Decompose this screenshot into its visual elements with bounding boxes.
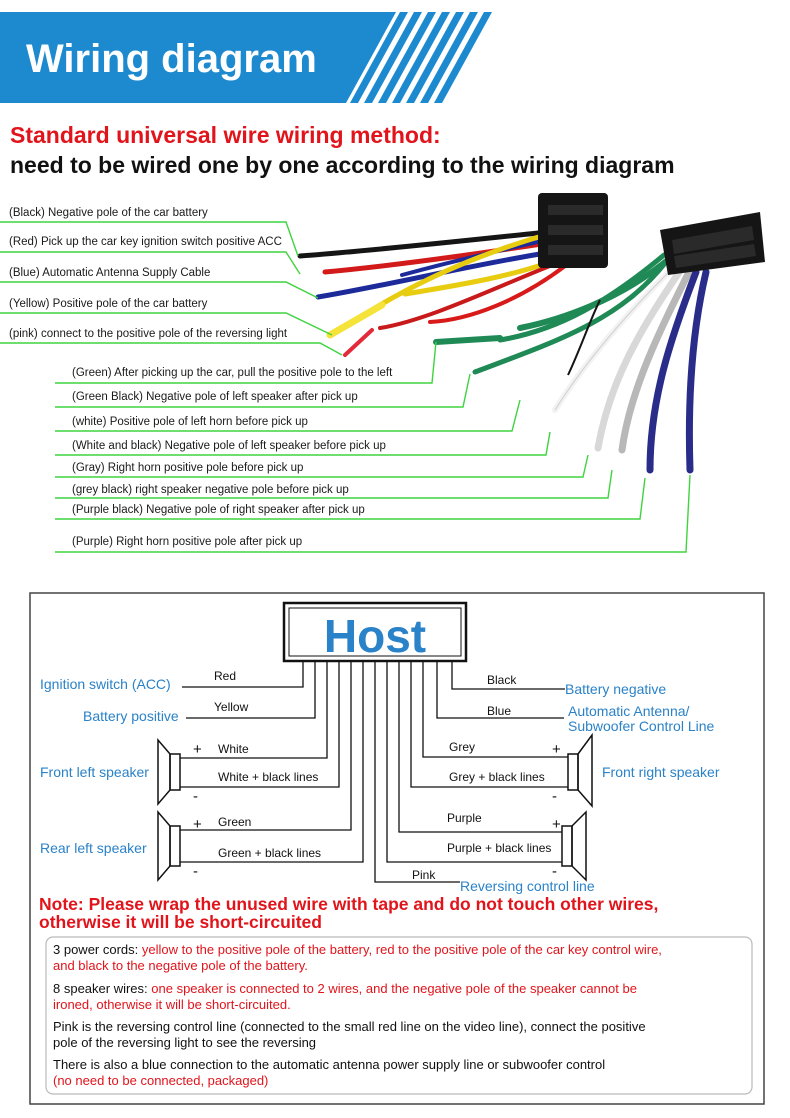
rear-left-minus: - — [193, 863, 198, 880]
rear-right-minus: - — [552, 863, 557, 880]
rear-right-speaker-icon — [561, 810, 587, 882]
front-right-minus: - — [552, 788, 557, 805]
label-reversing-control: Reversing control line — [460, 878, 595, 894]
harness-right-labels — [55, 341, 691, 553]
front-left-plus: + — [193, 741, 202, 758]
label-rear-left-speaker: Rear left speaker — [40, 840, 147, 856]
label-battery-negative: Battery negative — [565, 681, 666, 697]
wire-white-black: White + black lines — [218, 770, 318, 784]
banner-background — [0, 12, 396, 103]
wire-grey-black: Grey + black lines — [449, 770, 545, 784]
front-right-speaker-icon — [567, 732, 593, 808]
label-pink-wire: (pink) connect to the positive pole of t… — [9, 328, 288, 340]
label-red-wire: (Red) Pick up the car key ignition switc… — [9, 236, 282, 248]
label-front-right-speaker: Front right speaker — [602, 764, 720, 780]
harness-illustration — [297, 193, 765, 474]
info-box — [45, 936, 753, 1095]
wire-purple: Purple — [447, 811, 482, 825]
wire-purple-black: Purple + black lines — [447, 841, 551, 855]
subtitle-black: need to be wired one by one according to… — [10, 152, 675, 178]
header-banner: Wiring diagram — [0, 12, 492, 103]
rear-left-speaker-icon — [157, 809, 181, 883]
info-p4-line2: (no need to be connected, packaged) — [53, 1073, 268, 1088]
purple-black-wire — [646, 268, 700, 474]
info-p2: 8 speaker wires: one speaker is connecte… — [53, 981, 637, 996]
label-black-wire: (Black) Negative pole of the car battery — [9, 207, 208, 219]
schematic-frame — [29, 592, 765, 1105]
wire-green: Green — [218, 815, 251, 829]
gray-wire — [618, 266, 694, 454]
rear-right-plus: + — [552, 816, 561, 833]
info-p3-line1: Pink is the reversing control line (conn… — [53, 1019, 646, 1034]
wire-black: Black — [487, 673, 517, 687]
label-yellow-wire: (Yellow) Positive pole of the car batter… — [9, 298, 208, 310]
front-left-speaker-icon — [157, 737, 181, 807]
label-battery-positive: Battery positive — [83, 708, 179, 724]
white-black-wire — [594, 264, 686, 452]
info-p2-line2: ironed, otherwise it will be short-circu… — [53, 997, 291, 1012]
label-white-wire: (white) Positive pole of left horn befor… — [72, 416, 308, 428]
page-title: Wiring diagram — [26, 37, 317, 81]
rear-left-plus: + — [193, 816, 202, 833]
label-blue-wire: (Blue) Automatic Antenna Supply Cable — [9, 267, 210, 279]
label-gray-wire: (Gray) Right horn positive pole before p… — [72, 462, 303, 474]
label-front-left-speaker: Front left speaker — [40, 764, 149, 780]
schematic-wires — [180, 661, 568, 883]
note-line2: otherwise it will be short-circuited — [39, 912, 322, 932]
info-p1: 3 power cords: yellow to the positive po… — [53, 942, 662, 957]
wire-green-black: Green + black lines — [218, 846, 321, 860]
red-wire-2 — [378, 260, 562, 330]
wire-yellow: Yellow — [214, 700, 249, 714]
banner-stripes — [350, 12, 492, 103]
yellow-wire — [372, 229, 559, 311]
info-p1-line2: and black to the negative pole of the ba… — [53, 958, 308, 973]
label-green-black-wire: (Green Black) Negative pole of left spea… — [72, 391, 358, 403]
label-ignition-switch: Ignition switch (ACC) — [40, 676, 171, 692]
label-antenna-line2: Subwoofer Control Line — [568, 718, 715, 734]
black-wire — [297, 229, 551, 259]
purple-wire — [685, 268, 710, 474]
wire-blue: Blue — [487, 704, 511, 718]
label-white-black-wire: (White and black) Negative pole of left … — [72, 440, 386, 452]
yellow-wire-tip — [326, 301, 386, 339]
red-wire-3 — [428, 264, 567, 324]
label-grey-black-wire: (grey black) right speaker negative pole… — [72, 484, 349, 496]
wire-grey: Grey — [449, 740, 475, 754]
info-p3-line2: pole of the reversing light to see the r… — [53, 1035, 316, 1050]
pink-wire — [343, 328, 374, 357]
harness-left-labels — [0, 221, 343, 356]
label-green-wire: (Green) After picking up the car, pull t… — [72, 367, 393, 379]
wire-pink: Pink — [412, 868, 436, 882]
blue-wire — [315, 249, 555, 300]
wire-red: Red — [214, 669, 236, 683]
front-right-plus: + — [552, 741, 561, 758]
subtitle-red: Standard universal wire wiring method: — [10, 122, 441, 148]
info-p4-line1: There is also a blue connection to the a… — [53, 1057, 605, 1072]
note-line1: Note: Please wrap the unused wire with t… — [39, 894, 658, 914]
label-purple-wire: (Purple) Right horn positive pole after … — [72, 536, 302, 548]
label-antenna-line1: Automatic Antenna/ — [568, 703, 690, 719]
front-left-minus: - — [193, 788, 198, 805]
wire-white: White — [218, 742, 249, 756]
host-label: Host — [324, 610, 426, 662]
label-purple-black-wire: (Purple black) Negative pole of right sp… — [72, 504, 365, 516]
green-black-wire — [497, 252, 667, 343]
